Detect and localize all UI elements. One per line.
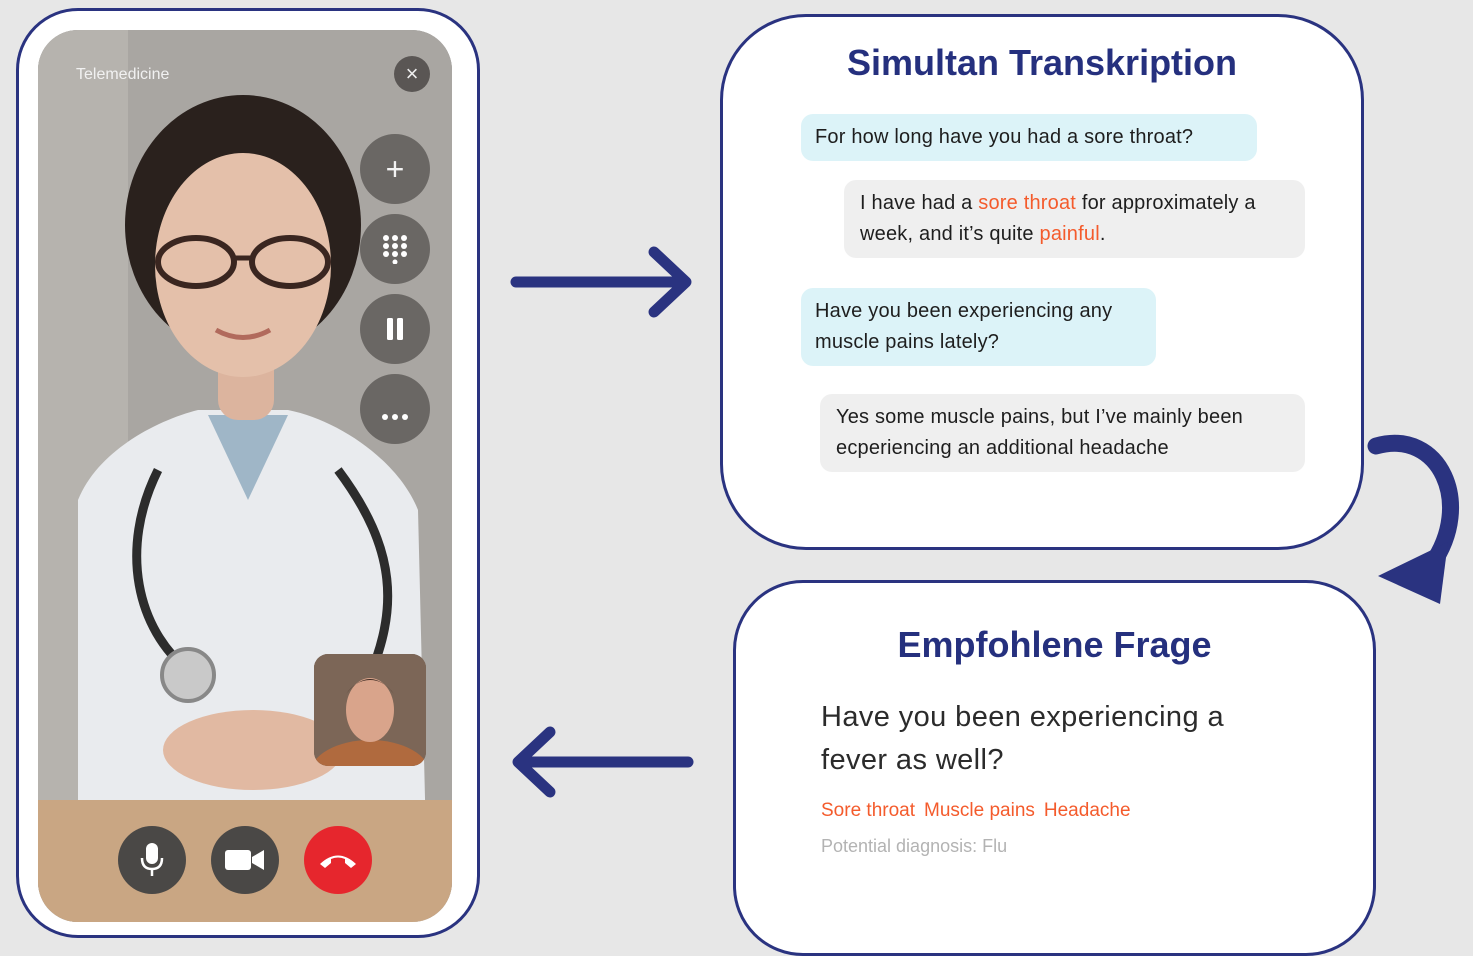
patient-message: I have had a sore throat for approximate… — [844, 180, 1305, 258]
face — [155, 153, 331, 377]
symptom-tag: Sore throat — [821, 800, 915, 821]
patient-video — [314, 654, 426, 766]
symptom-tags: Sore throat Muscle pains Headache — [821, 800, 1140, 822]
doctor-video — [38, 30, 452, 922]
keypad-icon — [383, 235, 407, 265]
symptom-highlight: sore throat — [978, 192, 1077, 214]
hold-button[interactable] — [360, 294, 430, 364]
shirt — [208, 415, 288, 500]
plus-icon: + — [385, 151, 405, 187]
recommendation-card — [733, 580, 1376, 956]
glasses-left-lens — [155, 235, 237, 289]
video-camera-icon — [225, 850, 264, 870]
potential-diagnosis: Potential diagnosis: Flu — [821, 836, 1008, 856]
close-icon: × — [405, 61, 419, 86]
doctor-message: Have you been experiencing any muscle pa… — [801, 288, 1156, 366]
patient-message: Yes some muscle pains, but I’ve mainly b… — [820, 394, 1305, 472]
video-button[interactable] — [211, 826, 279, 894]
symptom-highlight: painful — [1039, 223, 1100, 245]
video-call-screen: Telemedicine × + — [38, 30, 452, 922]
end-call-button[interactable] — [304, 826, 372, 894]
transcription-title: Simultan Transkription — [846, 42, 1238, 83]
symptom-tag: Headache — [1043, 800, 1131, 821]
lab-coat — [78, 410, 428, 922]
more-button[interactable] — [360, 374, 430, 444]
recommendation-title: Empfohlene Frage — [897, 624, 1212, 665]
arrow-to-phone — [512, 726, 694, 798]
mute-button[interactable] — [118, 826, 186, 894]
keypad-button[interactable] — [360, 214, 430, 284]
more-icon — [382, 414, 408, 420]
add-call-button[interactable]: + — [360, 134, 430, 204]
mouth — [214, 327, 272, 340]
symptom-tag: Muscle pains — [924, 800, 1035, 821]
pip-hair — [346, 679, 394, 694]
glasses-right-lens — [249, 235, 331, 289]
self-video-preview[interactable] — [314, 654, 426, 766]
call-title: Telemedicine — [76, 66, 170, 83]
close-button[interactable]: × — [394, 56, 430, 92]
pip-face — [346, 678, 394, 742]
phone-hangup-icon — [320, 855, 356, 868]
hands — [163, 710, 343, 790]
microphone-icon — [140, 843, 164, 876]
arrow-curved-down — [1367, 435, 1459, 604]
doctor-message: For how long have you had a sore throat? — [801, 114, 1257, 161]
pip-shoulders — [314, 740, 426, 766]
stethoscope-chest-piece — [160, 647, 216, 703]
recommended-question: Have you been experiencing a fever as we… — [821, 701, 1224, 776]
pause-icon — [387, 318, 403, 340]
arrow-to-transcription — [510, 246, 692, 318]
